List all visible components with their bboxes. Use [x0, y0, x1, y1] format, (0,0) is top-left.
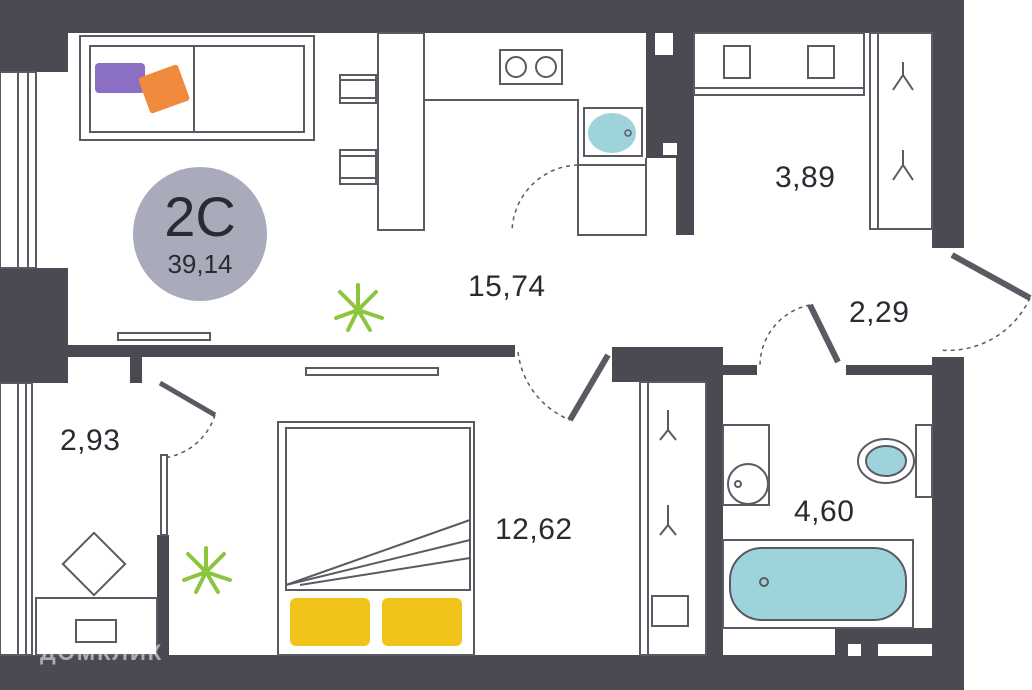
window-left-lower: [0, 382, 33, 656]
apartment-total-area: 39,14: [167, 249, 233, 279]
bar-stool-2: [339, 149, 377, 185]
plant-living: [334, 283, 384, 332]
bedroom-wardrobe: [639, 381, 707, 656]
area-label-balcony: 2,93: [60, 424, 121, 457]
walls: [0, 0, 964, 690]
tv-living: [117, 332, 211, 341]
tv-bedroom: [305, 367, 439, 376]
apartment-code: 2C: [164, 185, 236, 248]
bedroom-door-swing: [517, 351, 571, 421]
bathroom-door: [807, 303, 841, 364]
desk: [35, 597, 158, 656]
apartment-badge: 2C 39,14: [133, 167, 267, 301]
balcony-door-swing: [162, 414, 216, 459]
kitchen-door-swing: [511, 164, 579, 233]
wardrobe-shelf: [693, 32, 865, 96]
area-label-hallway: 2,29: [849, 296, 910, 329]
balcony-door: [158, 380, 217, 418]
area-label-living-kitchen: 15,74: [468, 270, 546, 303]
entrance-door-swing: [939, 297, 1031, 352]
bath-washbasin: [722, 424, 770, 506]
cushion-orange: [138, 64, 190, 114]
bar-counter: [377, 32, 425, 231]
area-label-wardrobe: 3,89: [775, 161, 836, 194]
entrance-door: [950, 252, 1032, 301]
bathroom-door-swing: [759, 304, 811, 366]
wall-openings: [655, 33, 932, 656]
cooktop: [499, 49, 563, 85]
chair: [61, 531, 127, 597]
cushion-purple: [95, 63, 145, 93]
kitchen-sink: [583, 107, 643, 157]
bedroom-door: [567, 353, 611, 422]
window-left-upper: [0, 71, 37, 269]
bar-stool-1: [339, 74, 377, 104]
pillow-left: [290, 598, 370, 646]
wardrobe-rack: [869, 32, 933, 230]
area-label-bathroom: 4,60: [794, 495, 855, 528]
bathtub: [722, 539, 914, 629]
plant-balcony: [182, 546, 232, 594]
sofa: [79, 35, 315, 141]
balcony-partition: [160, 454, 168, 536]
pillow-right: [382, 598, 462, 646]
toilet: [857, 424, 933, 498]
kitchen-counter: [424, 99, 647, 236]
area-label-bedroom: 12,62: [495, 513, 573, 546]
watermark: ДОМКЛИК: [40, 640, 164, 665]
